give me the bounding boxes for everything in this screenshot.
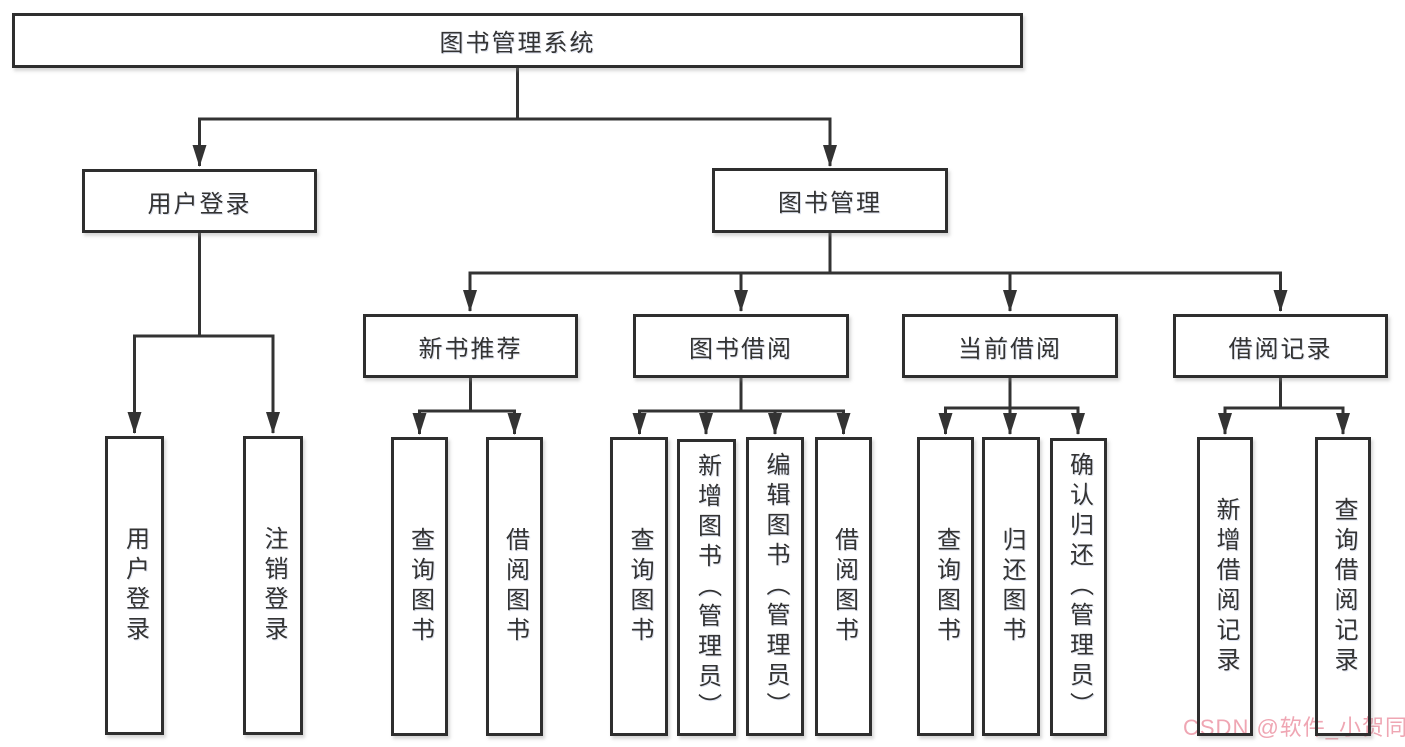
node-borrow-records: 借阅记录 — [1173, 314, 1388, 378]
leaf-label: 新增借阅记录 — [1212, 496, 1239, 677]
node-user-login: 用户登录 — [82, 169, 317, 233]
leaf-label: 借阅图书 — [501, 526, 529, 647]
connector-user-login-split — [127, 233, 280, 434]
node-root-label: 图书管理系统 — [439, 30, 596, 57]
node-book-borrow-label: 图书借阅 — [689, 335, 793, 363]
leaf-add-borrow-record: 新增借阅记录 — [1197, 437, 1253, 736]
node-book-management: 图书管理 — [712, 168, 948, 233]
node-new-book-recommend-label: 新书推荐 — [418, 335, 523, 363]
leaf-logout: 注销登录 — [243, 436, 303, 735]
leaf-label: 查询图书 — [932, 526, 960, 647]
node-current-borrow: 当前借阅 — [902, 314, 1118, 378]
leaf-label: 确认归还（管理员） — [1065, 452, 1093, 722]
connector-book-management-split — [463, 233, 1288, 312]
node-user-login-label: 用户登录 — [147, 190, 252, 218]
leaf-query-books-borrow: 查询图书 — [610, 437, 668, 736]
node-current-borrow-label: 当前借阅 — [958, 335, 1062, 363]
node-new-book-recommend: 新书推荐 — [363, 314, 578, 378]
connector-new-book-split — [412, 378, 522, 435]
leaf-label: 编辑图书（管理员） — [762, 451, 789, 722]
leaf-borrow-books: 借阅图书 — [815, 437, 872, 736]
leaf-query-books-current: 查询图书 — [917, 437, 974, 736]
connector-book-borrow-split — [632, 378, 851, 435]
connector-current-borrow-split — [938, 378, 1085, 435]
leaf-label: 借阅图书 — [830, 526, 858, 647]
leaf-query-books-recommend: 查询图书 — [391, 437, 448, 736]
leaf-edit-book-admin: 编辑图书（管理员） — [746, 437, 804, 736]
leaf-label: 新增图书（管理员） — [693, 452, 721, 723]
leaf-user-login: 用户登录 — [105, 436, 164, 735]
node-root: 图书管理系统 — [12, 13, 1023, 68]
node-book-management-label: 图书管理 — [778, 190, 882, 217]
leaf-label: 归还图书 — [998, 526, 1025, 647]
leaf-add-book-admin: 新增图书（管理员） — [677, 439, 736, 736]
leaf-label: 查询图书 — [406, 526, 434, 647]
leaf-label: 用户登录 — [121, 525, 149, 646]
leaf-label: 查询借阅记录 — [1330, 496, 1357, 677]
node-borrow-records-label: 借阅记录 — [1228, 335, 1333, 363]
connector-borrow-records-split — [1218, 378, 1350, 435]
leaf-confirm-return-admin: 确认归还（管理员） — [1050, 438, 1107, 736]
leaf-label: 注销登录 — [260, 525, 287, 646]
connector-root-split — [192, 68, 837, 167]
leaf-return-book: 归还图书 — [982, 437, 1040, 736]
leaf-query-borrow-record: 查询借阅记录 — [1315, 437, 1371, 736]
node-book-borrow: 图书借阅 — [633, 314, 849, 378]
leaf-borrow-books-recommend: 借阅图书 — [486, 437, 543, 736]
leaf-label: 查询图书 — [626, 526, 653, 647]
